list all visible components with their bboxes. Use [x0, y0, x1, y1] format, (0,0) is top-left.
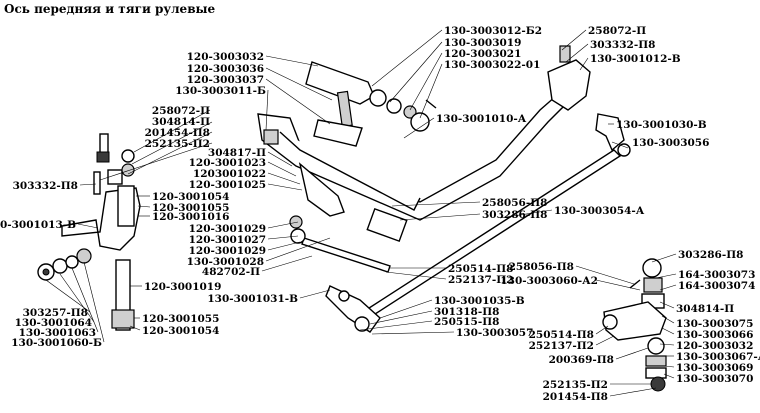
right-steering-arm	[595, 113, 631, 157]
part-label: 120-3003021	[444, 48, 521, 60]
part-label: 164-3003074	[678, 280, 755, 292]
part-label: 120-3003036	[187, 63, 264, 75]
part-label: 120-3001054	[142, 325, 219, 337]
steering-arm-assembly	[305, 61, 437, 147]
part-label: 120-3001029	[189, 223, 266, 235]
part-label: 120-3001019	[144, 281, 221, 293]
part-label: 120-3001029	[189, 245, 266, 257]
part-label: 130-3003075	[676, 318, 753, 330]
part-label: 130-3001063	[19, 327, 96, 339]
part-label: 130-3001060-Б	[11, 337, 102, 349]
page-title: Ось передняя и тяги рулевые	[4, 2, 216, 16]
part-label: 130-3001012-В	[590, 53, 681, 65]
part-label: 130-3003019	[444, 37, 521, 49]
part-label: 130-3001064	[15, 317, 92, 329]
part-label: 120-3003037	[187, 74, 264, 86]
part-label: 258056-П8	[509, 261, 574, 273]
left-steering-knuckle	[37, 133, 141, 331]
part-label: 120-3001025	[189, 179, 266, 191]
part-label: 252137-П2	[529, 340, 594, 352]
part-label: 252135-П2	[543, 379, 608, 391]
part-label: 130-3003056	[632, 137, 709, 149]
part-label: 120-3001016	[152, 211, 229, 223]
part-label: 130-3003054-А	[554, 205, 645, 217]
part-label: 130-3003067-А	[676, 351, 760, 363]
part-label: 250514-П8	[529, 329, 594, 341]
part-label: 130-3003066	[676, 329, 753, 341]
part-label: 130-3001013-В	[0, 219, 76, 231]
part-label: 303332-П8	[13, 180, 78, 192]
part-label: 252135-П2	[145, 138, 210, 150]
part-label: 482702-П	[202, 266, 260, 278]
part-label: 303286-П8	[678, 249, 743, 261]
part-label: 120-3003032	[187, 51, 264, 63]
part-label: 303286-П8	[482, 209, 547, 221]
part-label: 130-3003011-Б	[175, 85, 266, 97]
part-label: 258072-П	[588, 25, 646, 37]
part-label: 120-3001054	[152, 191, 229, 203]
part-label: 130-3003022-01	[444, 59, 540, 71]
part-label: 130-3001030-В	[616, 119, 707, 131]
part-label: 130-3001010-А	[436, 113, 527, 125]
part-label: 258056-П8	[482, 197, 547, 209]
part-label: 120-3003032	[676, 340, 753, 352]
part-label: 301318-П8	[434, 306, 499, 318]
part-label: 130-3003070	[676, 373, 753, 385]
part-label: 200369-П8	[549, 354, 614, 366]
part-label: 130-3003057	[456, 327, 533, 339]
front-axle-beam	[257, 45, 591, 243]
part-label: 164-3003073	[678, 269, 755, 281]
part-label: 201454-П8	[543, 391, 608, 403]
part-label: 120-3001055	[152, 202, 229, 214]
part-label: 258072-П	[152, 105, 210, 117]
part-label: 304814-П	[152, 116, 210, 128]
part-label: 303332-П8	[590, 39, 655, 51]
part-label: 130-3003060-А2	[500, 275, 598, 287]
part-label: 130-3001031-В	[207, 293, 298, 305]
part-label: 120-3001055	[142, 313, 219, 325]
part-label: 250514-П8	[448, 263, 513, 275]
part-label: 303257-П8	[23, 307, 88, 319]
part-number-labels: 130-3003012-Б2130-3003019120-3003021130-…	[0, 25, 760, 403]
part-label: 250515-П8	[434, 316, 499, 328]
part-label: 252137-П2	[448, 274, 513, 286]
part-label: 120-3001027	[189, 234, 266, 246]
right-tie-rod-end	[602, 258, 667, 392]
part-label: 130-3003012-Б2	[444, 25, 542, 37]
part-label: 304817-П	[208, 147, 266, 159]
leader-lines	[45, 29, 677, 397]
part-label: 130-3001028	[187, 256, 264, 268]
part-label: 1203001022	[193, 168, 266, 180]
part-label: 130-3001035-В	[434, 295, 525, 307]
part-label: 304814-П	[676, 303, 734, 315]
tie-rod	[325, 149, 622, 333]
part-label: 201454-П8	[145, 127, 210, 139]
part-label: 120-3001023	[189, 157, 266, 169]
part-label: 130-3003069	[676, 362, 753, 374]
